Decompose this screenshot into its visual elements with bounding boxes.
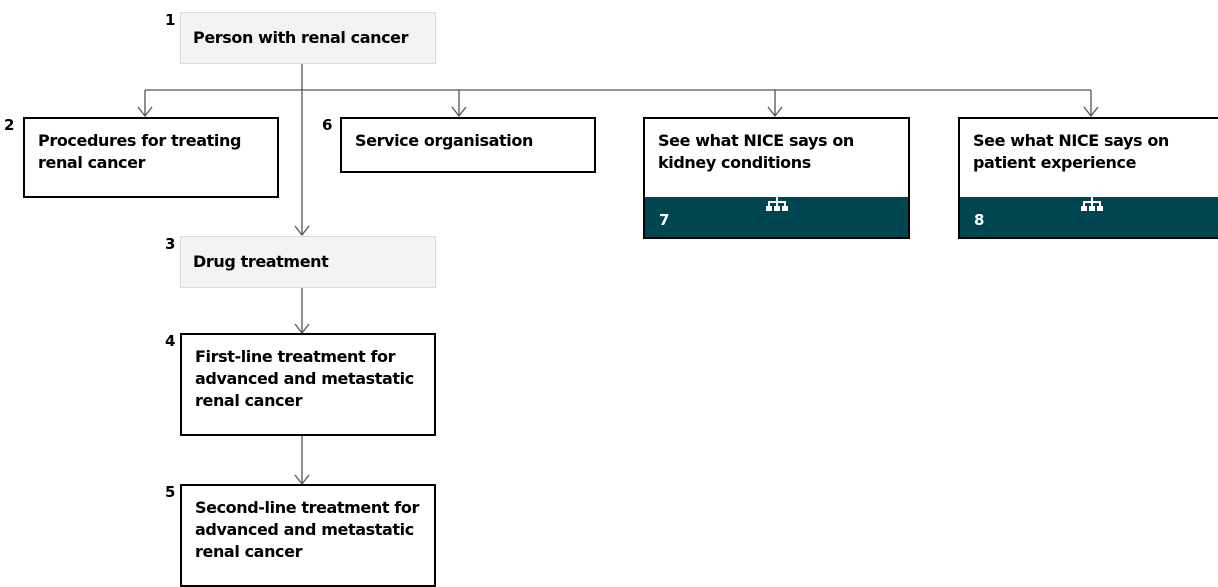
node-see-what-nice-says-kidney-conditions[interactable]: See what NICE says on kidney conditions … (643, 117, 910, 239)
arrowhead-1-3 (294, 225, 310, 237)
node-6-number: 6 (322, 116, 333, 134)
sitemap-icon (1081, 192, 1103, 211)
node-8-footer: 8 (960, 192, 1218, 237)
node-service-organisation[interactable]: Service organisation (340, 117, 596, 173)
node-5-label: Second-line treatment for advanced and m… (195, 498, 419, 561)
node-7-label: See what NICE says on kidney conditions (658, 131, 854, 172)
node-first-line-treatment[interactable]: First-line treatment for advanced and me… (180, 333, 436, 436)
node-procedures-for-treating-renal-cancer[interactable]: Procedures for treating renal cancer (23, 117, 279, 198)
arrowhead-1-7 (767, 106, 783, 118)
arrowhead-1-6 (451, 106, 467, 118)
node-3-label: Drug treatment (193, 252, 329, 271)
node-second-line-treatment[interactable]: Second-line treatment for advanced and m… (180, 484, 436, 587)
node-7-footer: 7 (645, 192, 908, 237)
node-person-with-renal-cancer[interactable]: Person with renal cancer (180, 12, 436, 64)
arrowhead-1-2 (137, 106, 153, 118)
node-4-number: 4 (165, 332, 176, 350)
node-2-number: 2 (4, 116, 15, 134)
node-2-label: Procedures for treating renal cancer (38, 131, 242, 172)
arrowhead-1-8 (1083, 106, 1099, 118)
sitemap-icon (766, 192, 788, 211)
node-7-number: 7 (659, 211, 670, 229)
node-5-number: 5 (165, 483, 176, 501)
node-1-number: 1 (165, 11, 176, 29)
node-8-label: See what NICE says on patient experience (973, 131, 1169, 172)
node-4-label: First-line treatment for advanced and me… (195, 347, 414, 410)
node-see-what-nice-says-patient-experience[interactable]: See what NICE says on patient experience… (958, 117, 1218, 239)
node-6-label: Service organisation (355, 131, 533, 150)
node-drug-treatment[interactable]: Drug treatment (180, 236, 436, 288)
node-1-label: Person with renal cancer (193, 28, 409, 47)
node-8-number: 8 (974, 211, 985, 229)
node-3-number: 3 (165, 235, 176, 253)
